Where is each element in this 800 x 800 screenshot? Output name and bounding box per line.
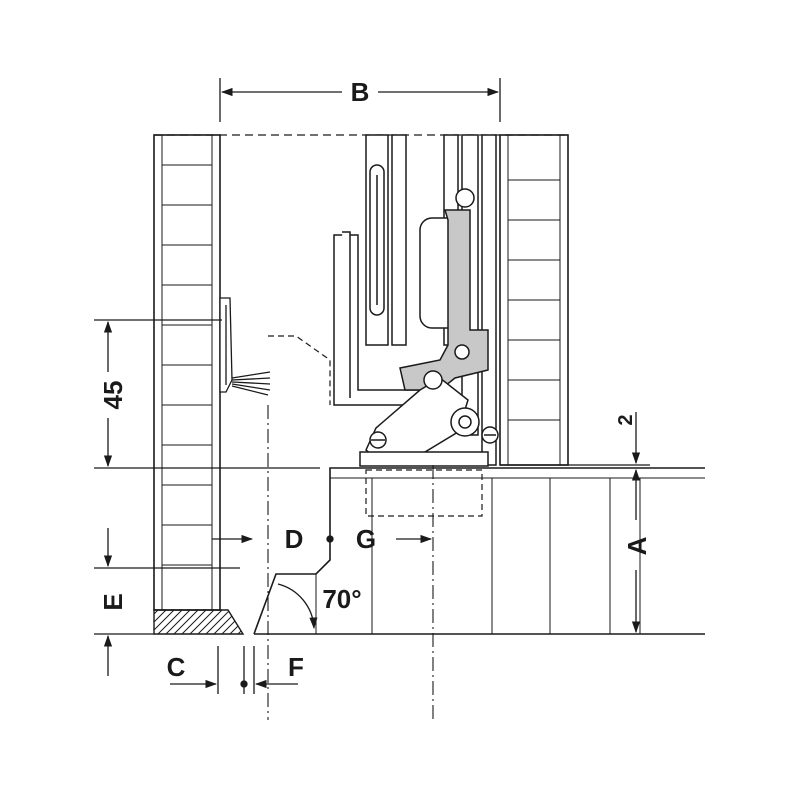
label-angle: 70° xyxy=(322,584,361,614)
left-panel-fitting xyxy=(219,297,271,396)
label-a: A xyxy=(622,536,652,555)
dimension-lines xyxy=(94,78,650,694)
right-cabinet-panel xyxy=(499,134,569,466)
hatched-base xyxy=(153,609,245,635)
left-cabinet-panel xyxy=(153,134,221,611)
label-e: E xyxy=(98,593,128,610)
door-swing-clearance xyxy=(268,335,331,405)
label-g: G xyxy=(356,524,376,554)
hinge-cup-pocket xyxy=(365,469,483,517)
door-panel xyxy=(253,467,705,635)
label-45: 45 xyxy=(98,381,128,410)
center-lines xyxy=(267,405,434,720)
label-f: F xyxy=(288,652,304,682)
label-d: D xyxy=(285,524,304,554)
label-2: 2 xyxy=(615,414,637,425)
concealed-hinge xyxy=(333,134,499,467)
label-c: C xyxy=(167,652,186,682)
label-b: B xyxy=(351,77,370,107)
